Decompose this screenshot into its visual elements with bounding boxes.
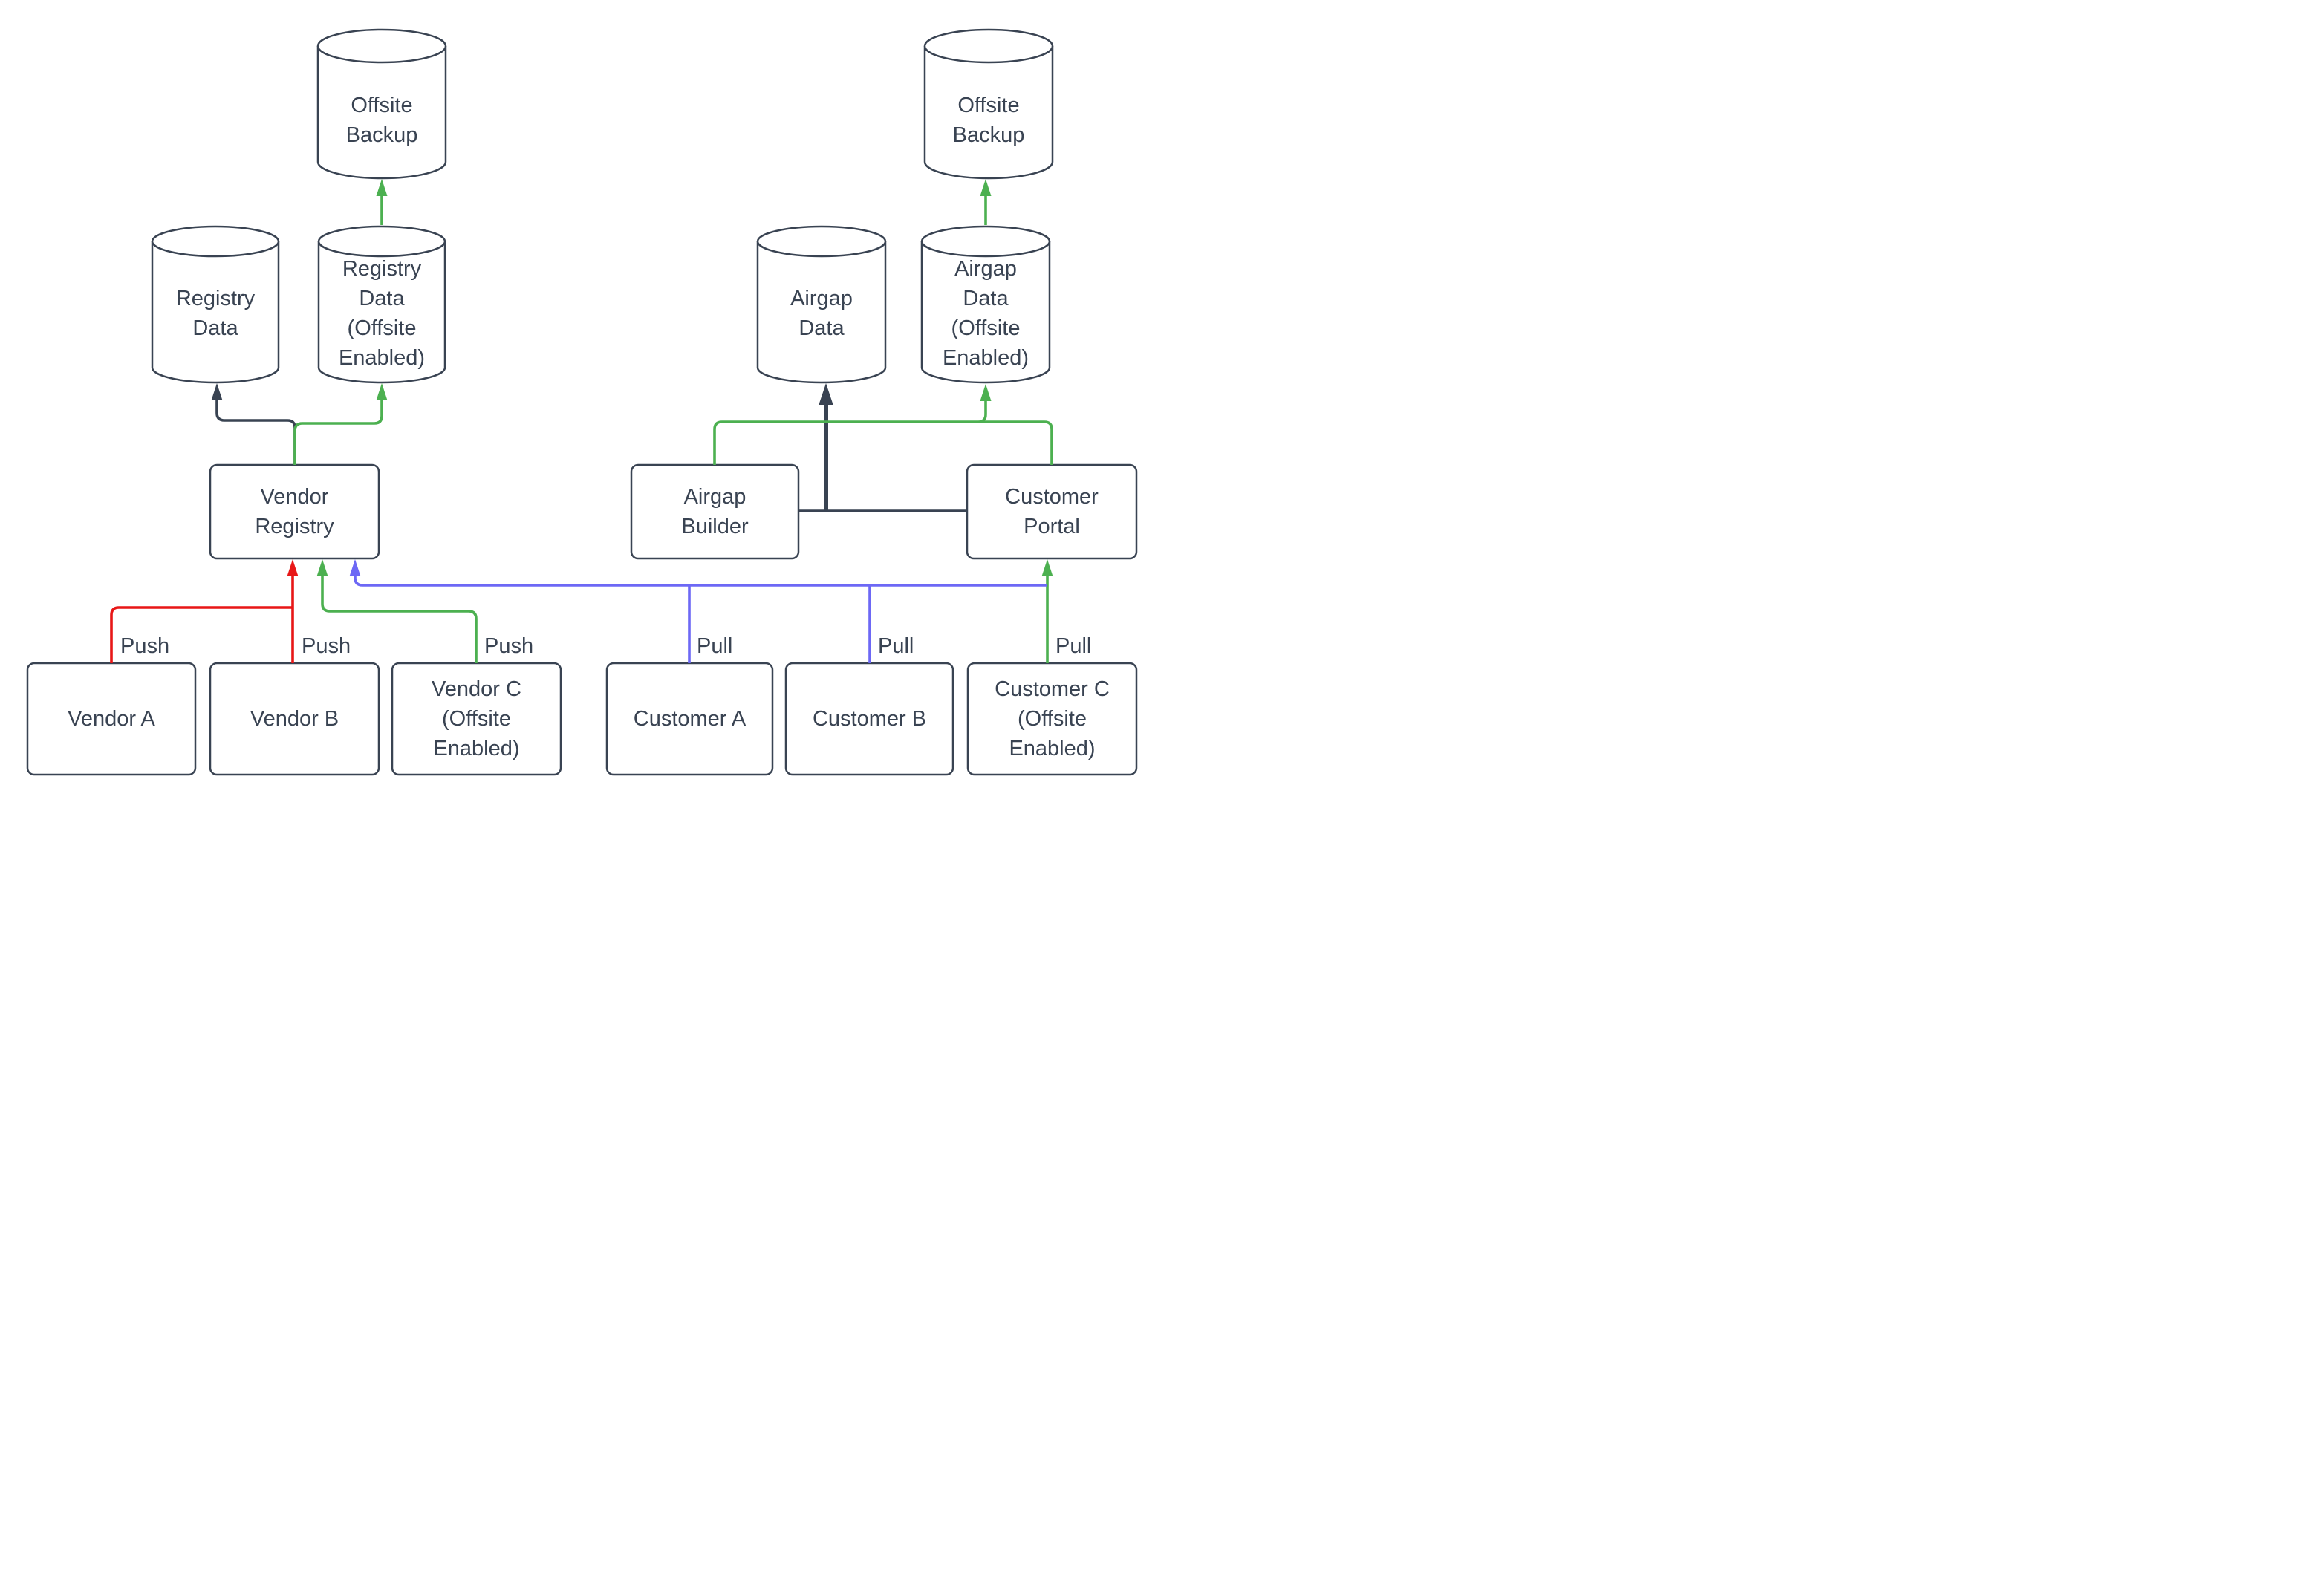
customer-c-box bbox=[966, 662, 1138, 776]
diagram-shapes bbox=[26, 28, 1138, 776]
label-customer-portal: Customer Portal bbox=[1005, 484, 1099, 538]
edge-registry-data-offsite-to-backup bbox=[376, 179, 388, 225]
diagram-canvas: Offsite Backup Offsite Backup Registry D… bbox=[0, 0, 1156, 798]
cylinder-body bbox=[316, 46, 447, 180]
arrowhead bbox=[376, 383, 388, 400]
cylinder-top bbox=[317, 225, 446, 258]
label-customer-a: Customer A bbox=[633, 706, 746, 731]
arrowhead bbox=[980, 384, 992, 401]
edge-customer-portal-to-airgap-data-offsite bbox=[982, 420, 1053, 465]
offsite-backup-right-cylinder bbox=[923, 28, 1054, 180]
registry-data-offsite-cylinder bbox=[317, 225, 446, 384]
cylinder-top bbox=[316, 28, 447, 64]
arrowhead bbox=[211, 383, 223, 400]
arrowhead bbox=[376, 179, 388, 196]
connector-line bbox=[713, 401, 987, 465]
cylinder-top bbox=[151, 225, 280, 258]
edge-label-pull-customer-b: Pull bbox=[878, 634, 914, 658]
edge-label-pull-customer-a: Pull bbox=[697, 634, 733, 658]
edge-airgap-builder-to-airgap-data-offsite bbox=[713, 384, 992, 465]
label-registry-data-offsite: Registry Data (Offsite Enabled) bbox=[338, 256, 426, 371]
edge-push-vendor-b bbox=[287, 559, 299, 663]
airgap-data-offsite-cylinder bbox=[920, 225, 1051, 384]
cylinder-body bbox=[920, 241, 1051, 384]
airgap-data-cylinder bbox=[756, 225, 887, 384]
edge-label-push-vendor-c: Push bbox=[484, 634, 534, 658]
connector-line bbox=[354, 576, 1047, 587]
connector-line bbox=[215, 400, 296, 465]
label-vendor-c: Vendor C (Offsite Enabled) bbox=[432, 677, 521, 760]
connector-line bbox=[321, 576, 478, 663]
cylinder-body bbox=[151, 241, 280, 384]
edge-vendor-registry-to-registry-data-offsite bbox=[293, 383, 388, 465]
vendor-b-box bbox=[209, 662, 380, 776]
arrowhead bbox=[980, 179, 992, 196]
connector-line bbox=[982, 420, 1053, 465]
label-registry-data: Registry Data bbox=[175, 286, 256, 340]
label-offsite-backup-left: Offsite Backup bbox=[345, 93, 418, 147]
label-airgap-data-offsite: Airgap Data (Offsite Enabled) bbox=[942, 256, 1029, 371]
cylinder-body bbox=[923, 46, 1054, 180]
cylinder-body bbox=[756, 241, 887, 384]
edge-pull-customer-c bbox=[1041, 559, 1053, 663]
edge-label-push-vendor-a: Push bbox=[120, 634, 170, 658]
label-vendor-registry: Vendor Registry bbox=[255, 484, 334, 538]
edge-label-push-vendor-b: Push bbox=[302, 634, 351, 658]
label-customer-b: Customer B bbox=[812, 706, 927, 731]
label-customer-c: Customer C (Offsite Enabled) bbox=[995, 677, 1110, 760]
arrowhead bbox=[316, 559, 328, 576]
arrowhead bbox=[349, 559, 361, 576]
connector-line bbox=[110, 606, 293, 663]
edge-push-vendor-a bbox=[110, 606, 293, 663]
edge-label-pull-customer-c: Pull bbox=[1055, 634, 1092, 658]
cylinder-top bbox=[756, 225, 887, 258]
arrowhead bbox=[819, 383, 833, 405]
cylinder-top bbox=[923, 28, 1054, 64]
connector-line bbox=[293, 400, 383, 465]
edge-push-vendor-c bbox=[316, 559, 478, 663]
edge-airgap-data-offsite-to-backup bbox=[980, 179, 992, 225]
label-offsite-backup-right: Offsite Backup bbox=[952, 93, 1025, 147]
registry-data-cylinder bbox=[151, 225, 280, 384]
cylinder-body bbox=[317, 241, 446, 384]
offsite-backup-left-cylinder bbox=[316, 28, 447, 180]
edge-pull-main-line bbox=[349, 559, 1047, 587]
cylinder-top bbox=[920, 225, 1051, 258]
arrowhead bbox=[287, 559, 299, 576]
label-vendor-a: Vendor A bbox=[68, 706, 155, 731]
edge-to-airgap-data bbox=[819, 383, 833, 511]
label-airgap-builder: Airgap Builder bbox=[681, 484, 749, 538]
label-airgap-data: Airgap Data bbox=[790, 286, 853, 340]
arrowhead bbox=[1041, 559, 1053, 576]
edge-vendor-registry-to-registry-data bbox=[211, 383, 296, 465]
label-vendor-b: Vendor B bbox=[250, 706, 339, 731]
